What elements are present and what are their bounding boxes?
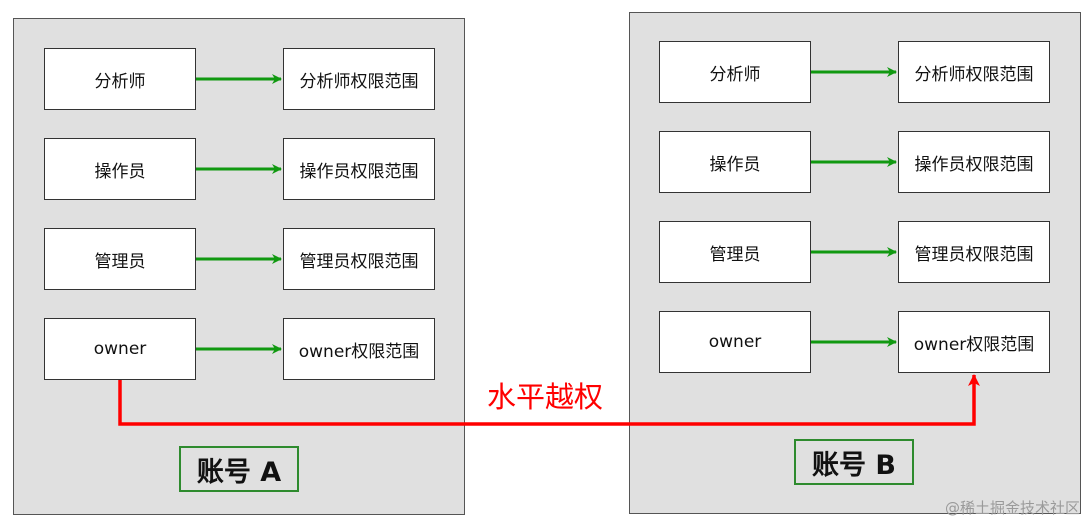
- account-b-role-analyst: 分析师: [659, 41, 811, 103]
- account-a-label: 账号 A: [179, 446, 299, 492]
- account-b-scope-analyst: 分析师权限范围: [898, 41, 1050, 103]
- account-a-scope-owner: owner权限范围: [283, 318, 435, 380]
- account-b-scope-owner: owner权限范围: [898, 311, 1050, 373]
- watermark: @稀土掘金技术社区: [944, 499, 1080, 517]
- account-a-scope-admin: 管理员权限范围: [283, 228, 435, 290]
- account-a-role-owner: owner: [44, 318, 196, 380]
- account-a-scope-analyst: 分析师权限范围: [283, 48, 435, 110]
- account-b-scope-admin: 管理员权限范围: [898, 221, 1050, 283]
- account-b-role-operator: 操作员: [659, 131, 811, 193]
- account-b-label: 账号 B: [794, 439, 914, 485]
- account-a-role-operator: 操作员: [44, 138, 196, 200]
- horizontal-escalation-arrow: [118, 374, 980, 426]
- account-a-role-admin: 管理员: [44, 228, 196, 290]
- account-b-role-owner: owner: [659, 311, 811, 373]
- account-b-role-admin: 管理员: [659, 221, 811, 283]
- account-a-scope-operator: 操作员权限范围: [283, 138, 435, 200]
- account-a-role-analyst: 分析师: [44, 48, 196, 110]
- horizontal-escalation-label: 水平越权: [487, 380, 604, 414]
- account-b-scope-operator: 操作员权限范围: [898, 131, 1050, 193]
